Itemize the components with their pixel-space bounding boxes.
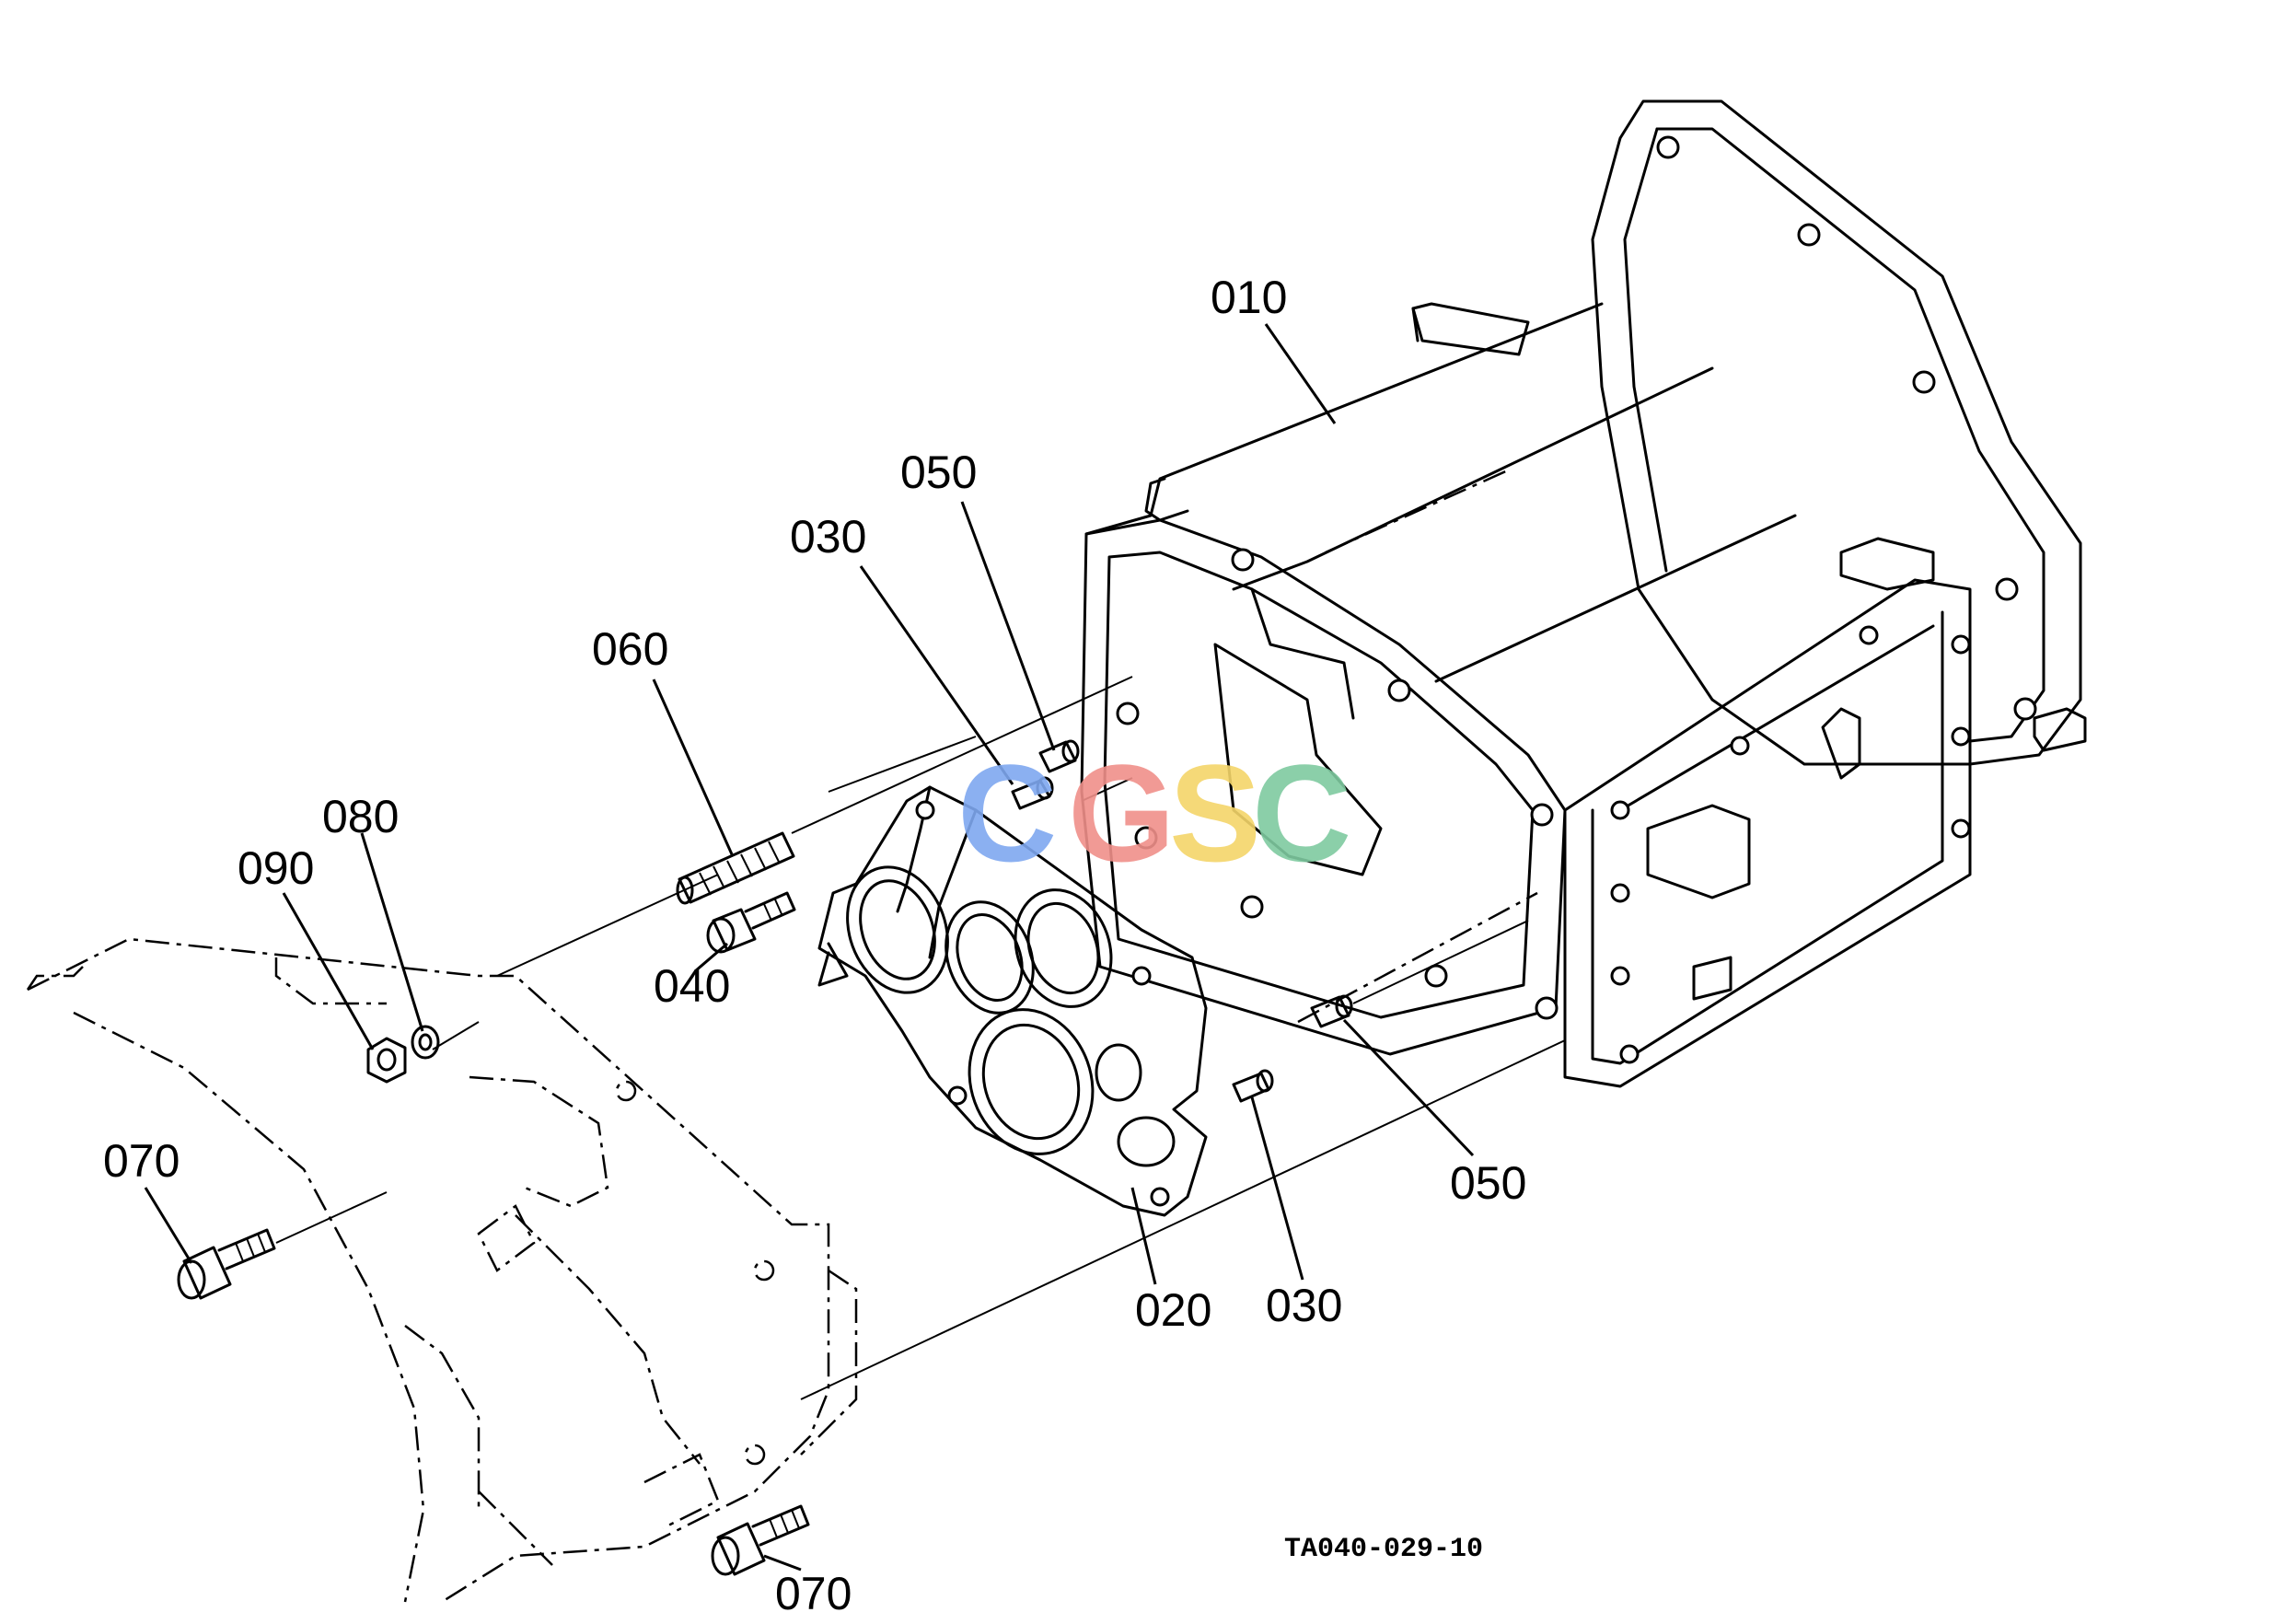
gear-case-plate-020 — [817, 785, 1208, 1217]
callout-090: 090 — [238, 842, 314, 894]
watermark-letter: S — [1169, 736, 1261, 890]
callout-050-lower: 050 — [1450, 1157, 1526, 1209]
callout-030-lower: 030 — [1266, 1280, 1342, 1331]
washer-080 — [411, 1025, 440, 1060]
dowel-pin-050-lower — [1310, 994, 1353, 1028]
bolt-040 — [706, 891, 796, 954]
leader-lines — [144, 323, 1475, 1572]
nut-090 — [366, 1037, 407, 1084]
bolt-070-upper — [177, 1228, 276, 1300]
callout-060: 060 — [592, 623, 668, 675]
watermark-logo: C G S C — [957, 736, 1351, 890]
callout-080: 080 — [322, 791, 399, 842]
front-housing-phantom — [26, 937, 858, 1604]
watermark-letter: C — [957, 736, 1057, 890]
callout-040: 040 — [654, 960, 730, 1012]
callout-070-lower: 070 — [775, 1568, 852, 1619]
callout-050-upper: 050 — [900, 447, 977, 498]
callout-030-upper: 030 — [790, 511, 866, 563]
stud-060 — [676, 831, 795, 905]
callout-010: 010 — [1211, 272, 1287, 323]
drawing-code: TA040-029-10 — [1284, 1534, 1483, 1565]
assembly-axis-lines — [275, 676, 1566, 1400]
dowel-pin-050-upper — [1038, 739, 1080, 773]
callout-020: 020 — [1135, 1284, 1211, 1336]
callout-labels: 010 020 030 030 040 050 050 060 070 070 … — [103, 272, 1526, 1619]
callout-070-upper: 070 — [103, 1135, 180, 1187]
dowel-pin-030-lower — [1232, 1069, 1274, 1103]
watermark-letter: C — [1252, 736, 1351, 890]
dowel-pin-030-upper — [1011, 776, 1054, 810]
watermark-letter: G — [1068, 736, 1176, 890]
bolt-070-lower — [711, 1504, 810, 1576]
transmission-case-010 — [1080, 99, 2087, 1088]
